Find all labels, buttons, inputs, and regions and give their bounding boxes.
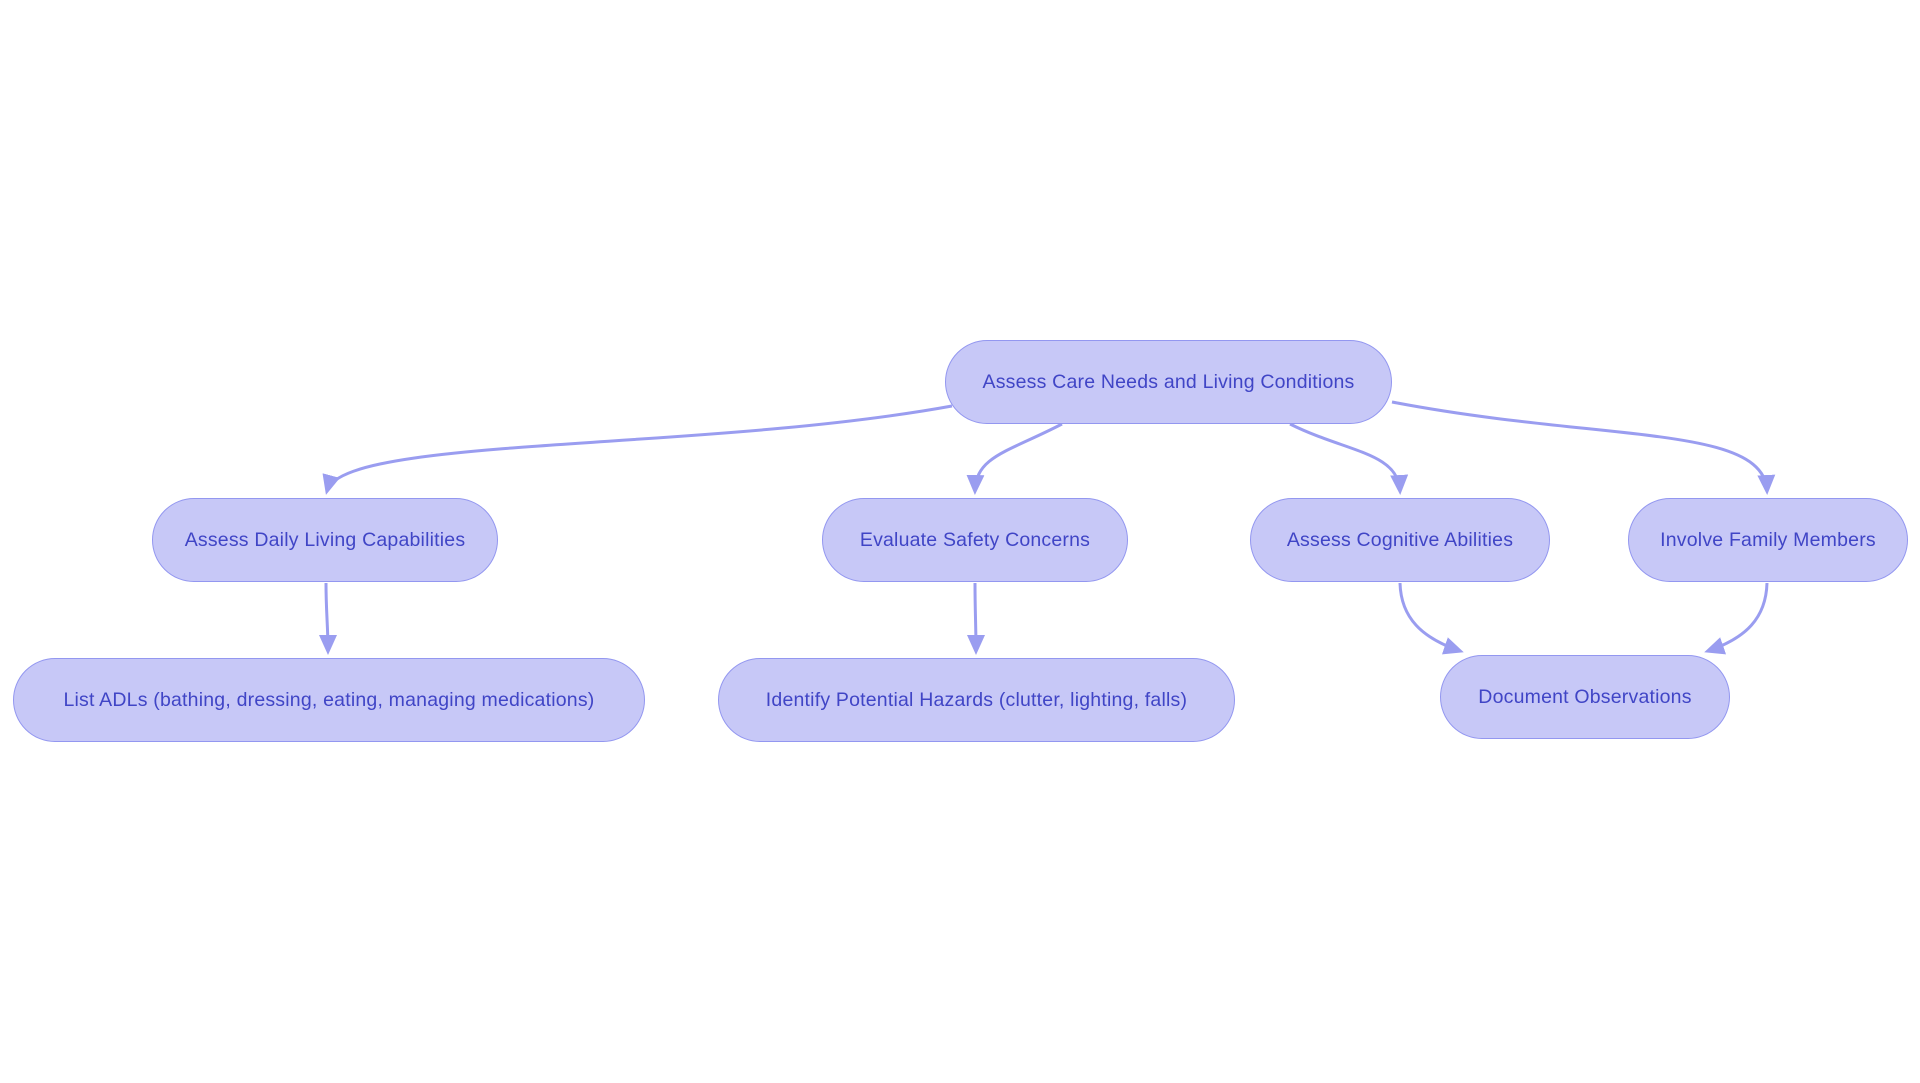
node-label: Involve Family Members [1660, 528, 1876, 551]
node-evaluate-safety-concerns: Evaluate Safety Concerns [822, 498, 1128, 582]
node-label: Assess Care Needs and Living Conditions [982, 370, 1355, 393]
node-assess-care-needs: Assess Care Needs and Living Conditions [945, 340, 1392, 424]
edge-root-to-cognitive [1289, 422, 1409, 495]
node-document-observations: Document Observations [1440, 655, 1730, 739]
edge-root-to-daily-living [322, 404, 953, 495]
edge-cognitive-to-document [1398, 582, 1464, 655]
node-label: Assess Daily Living Capabilities [184, 528, 466, 551]
edge-safety-to-hazards [966, 582, 985, 655]
edge-family-to-document [1704, 582, 1769, 655]
node-label: List ADLs (bathing, dressing, eating, ma… [63, 688, 595, 711]
node-assess-cognitive-abilities: Assess Cognitive Abilities [1250, 498, 1550, 582]
node-assess-daily-living-capabilities: Assess Daily Living Capabilities [152, 498, 498, 582]
edge-root-to-family [1391, 400, 1776, 495]
node-label: Document Observations [1478, 685, 1692, 708]
edge-root-to-safety [966, 422, 1063, 495]
node-identify-potential-hazards: Identify Potential Hazards (clutter, lig… [718, 658, 1235, 742]
node-list-adls: List ADLs (bathing, dressing, eating, ma… [13, 658, 645, 742]
node-label: Assess Cognitive Abilities [1286, 528, 1514, 551]
edge-daily-living-to-list-adls [318, 582, 337, 655]
node-involve-family-members: Involve Family Members [1628, 498, 1908, 582]
node-label: Evaluate Safety Concerns [859, 528, 1091, 551]
node-label: Identify Potential Hazards (clutter, lig… [765, 688, 1188, 711]
